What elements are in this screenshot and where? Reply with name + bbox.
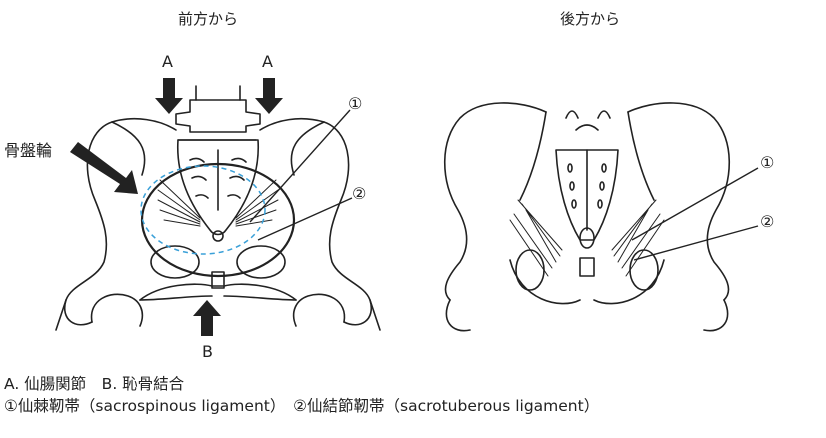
front-right-ligament xyxy=(236,180,278,226)
front-lumbar-vertebra xyxy=(176,100,260,132)
back-right-ilium xyxy=(628,103,729,300)
front-pelvis xyxy=(56,86,380,330)
front-left-ligament xyxy=(158,180,200,226)
arrow-pelvic-ring xyxy=(70,142,138,194)
back-pelvis xyxy=(445,103,730,331)
back-right-ligament xyxy=(612,200,664,276)
back-leader-2 xyxy=(634,226,758,260)
front-leader-2 xyxy=(258,198,352,240)
back-left-ligament xyxy=(510,200,562,276)
back-left-ilium xyxy=(445,103,546,300)
arrow-b xyxy=(193,300,221,336)
back-leader-1 xyxy=(632,168,758,240)
arrow-a-right xyxy=(255,78,283,114)
arrow-a-left xyxy=(155,78,183,114)
